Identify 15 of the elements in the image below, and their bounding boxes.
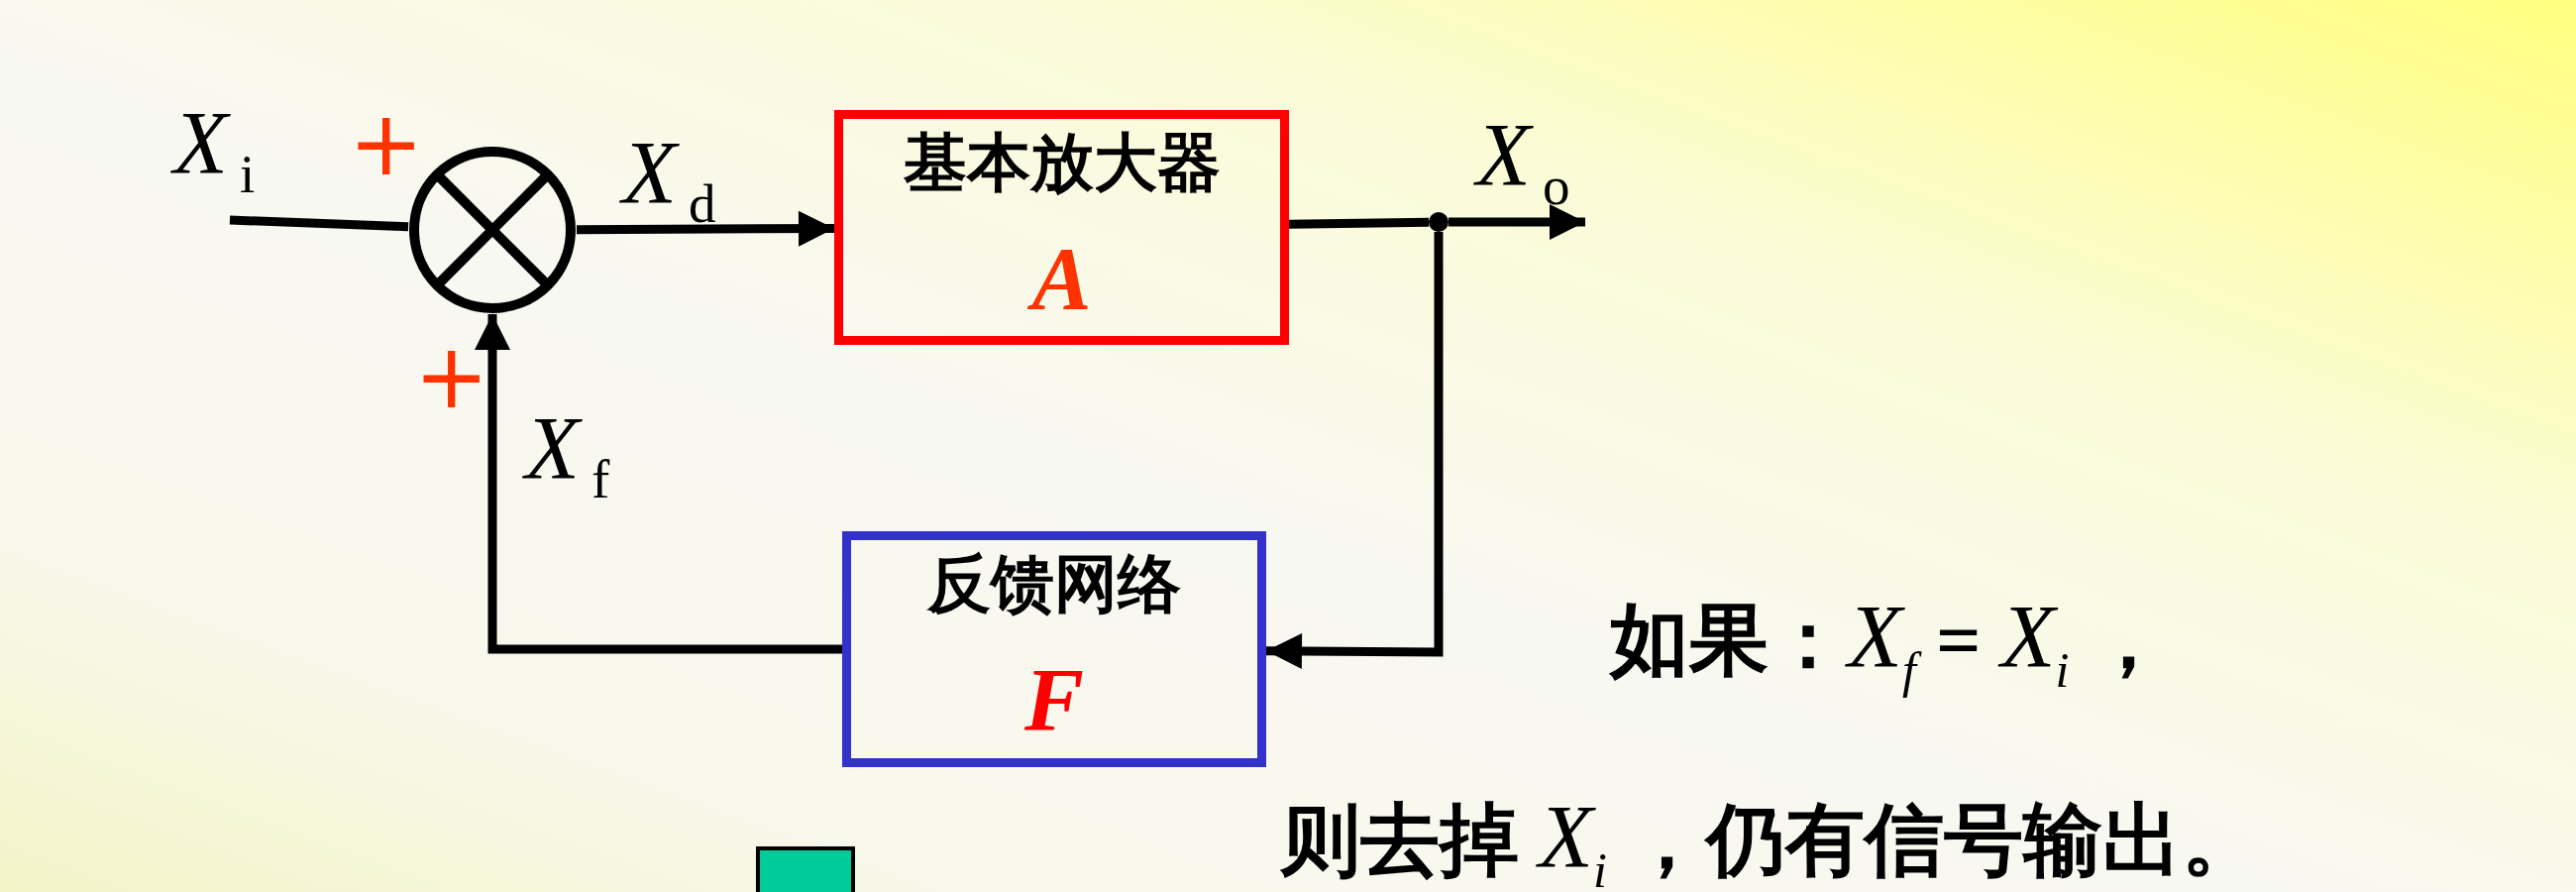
signal-arrow <box>1265 232 1444 669</box>
signal-arrow <box>1449 204 1585 240</box>
condition-text: 则去掉 X$_{i}$ ，仍有信号输出。 <box>1281 793 2261 892</box>
plus-sign: + <box>414 332 489 421</box>
signal-line <box>1288 217 1430 229</box>
block-box <box>834 110 1289 345</box>
square-marker <box>756 846 855 892</box>
block-title: 基本放大器 <box>903 131 1221 195</box>
plus-sign: + <box>349 99 424 188</box>
block-box <box>842 531 1266 767</box>
block-title: 反馈网络 <box>927 553 1181 616</box>
signal-arrow <box>577 210 834 247</box>
signal-arrow <box>475 314 842 654</box>
gain-symbol: F <box>1024 656 1084 745</box>
signal-line <box>229 215 409 232</box>
